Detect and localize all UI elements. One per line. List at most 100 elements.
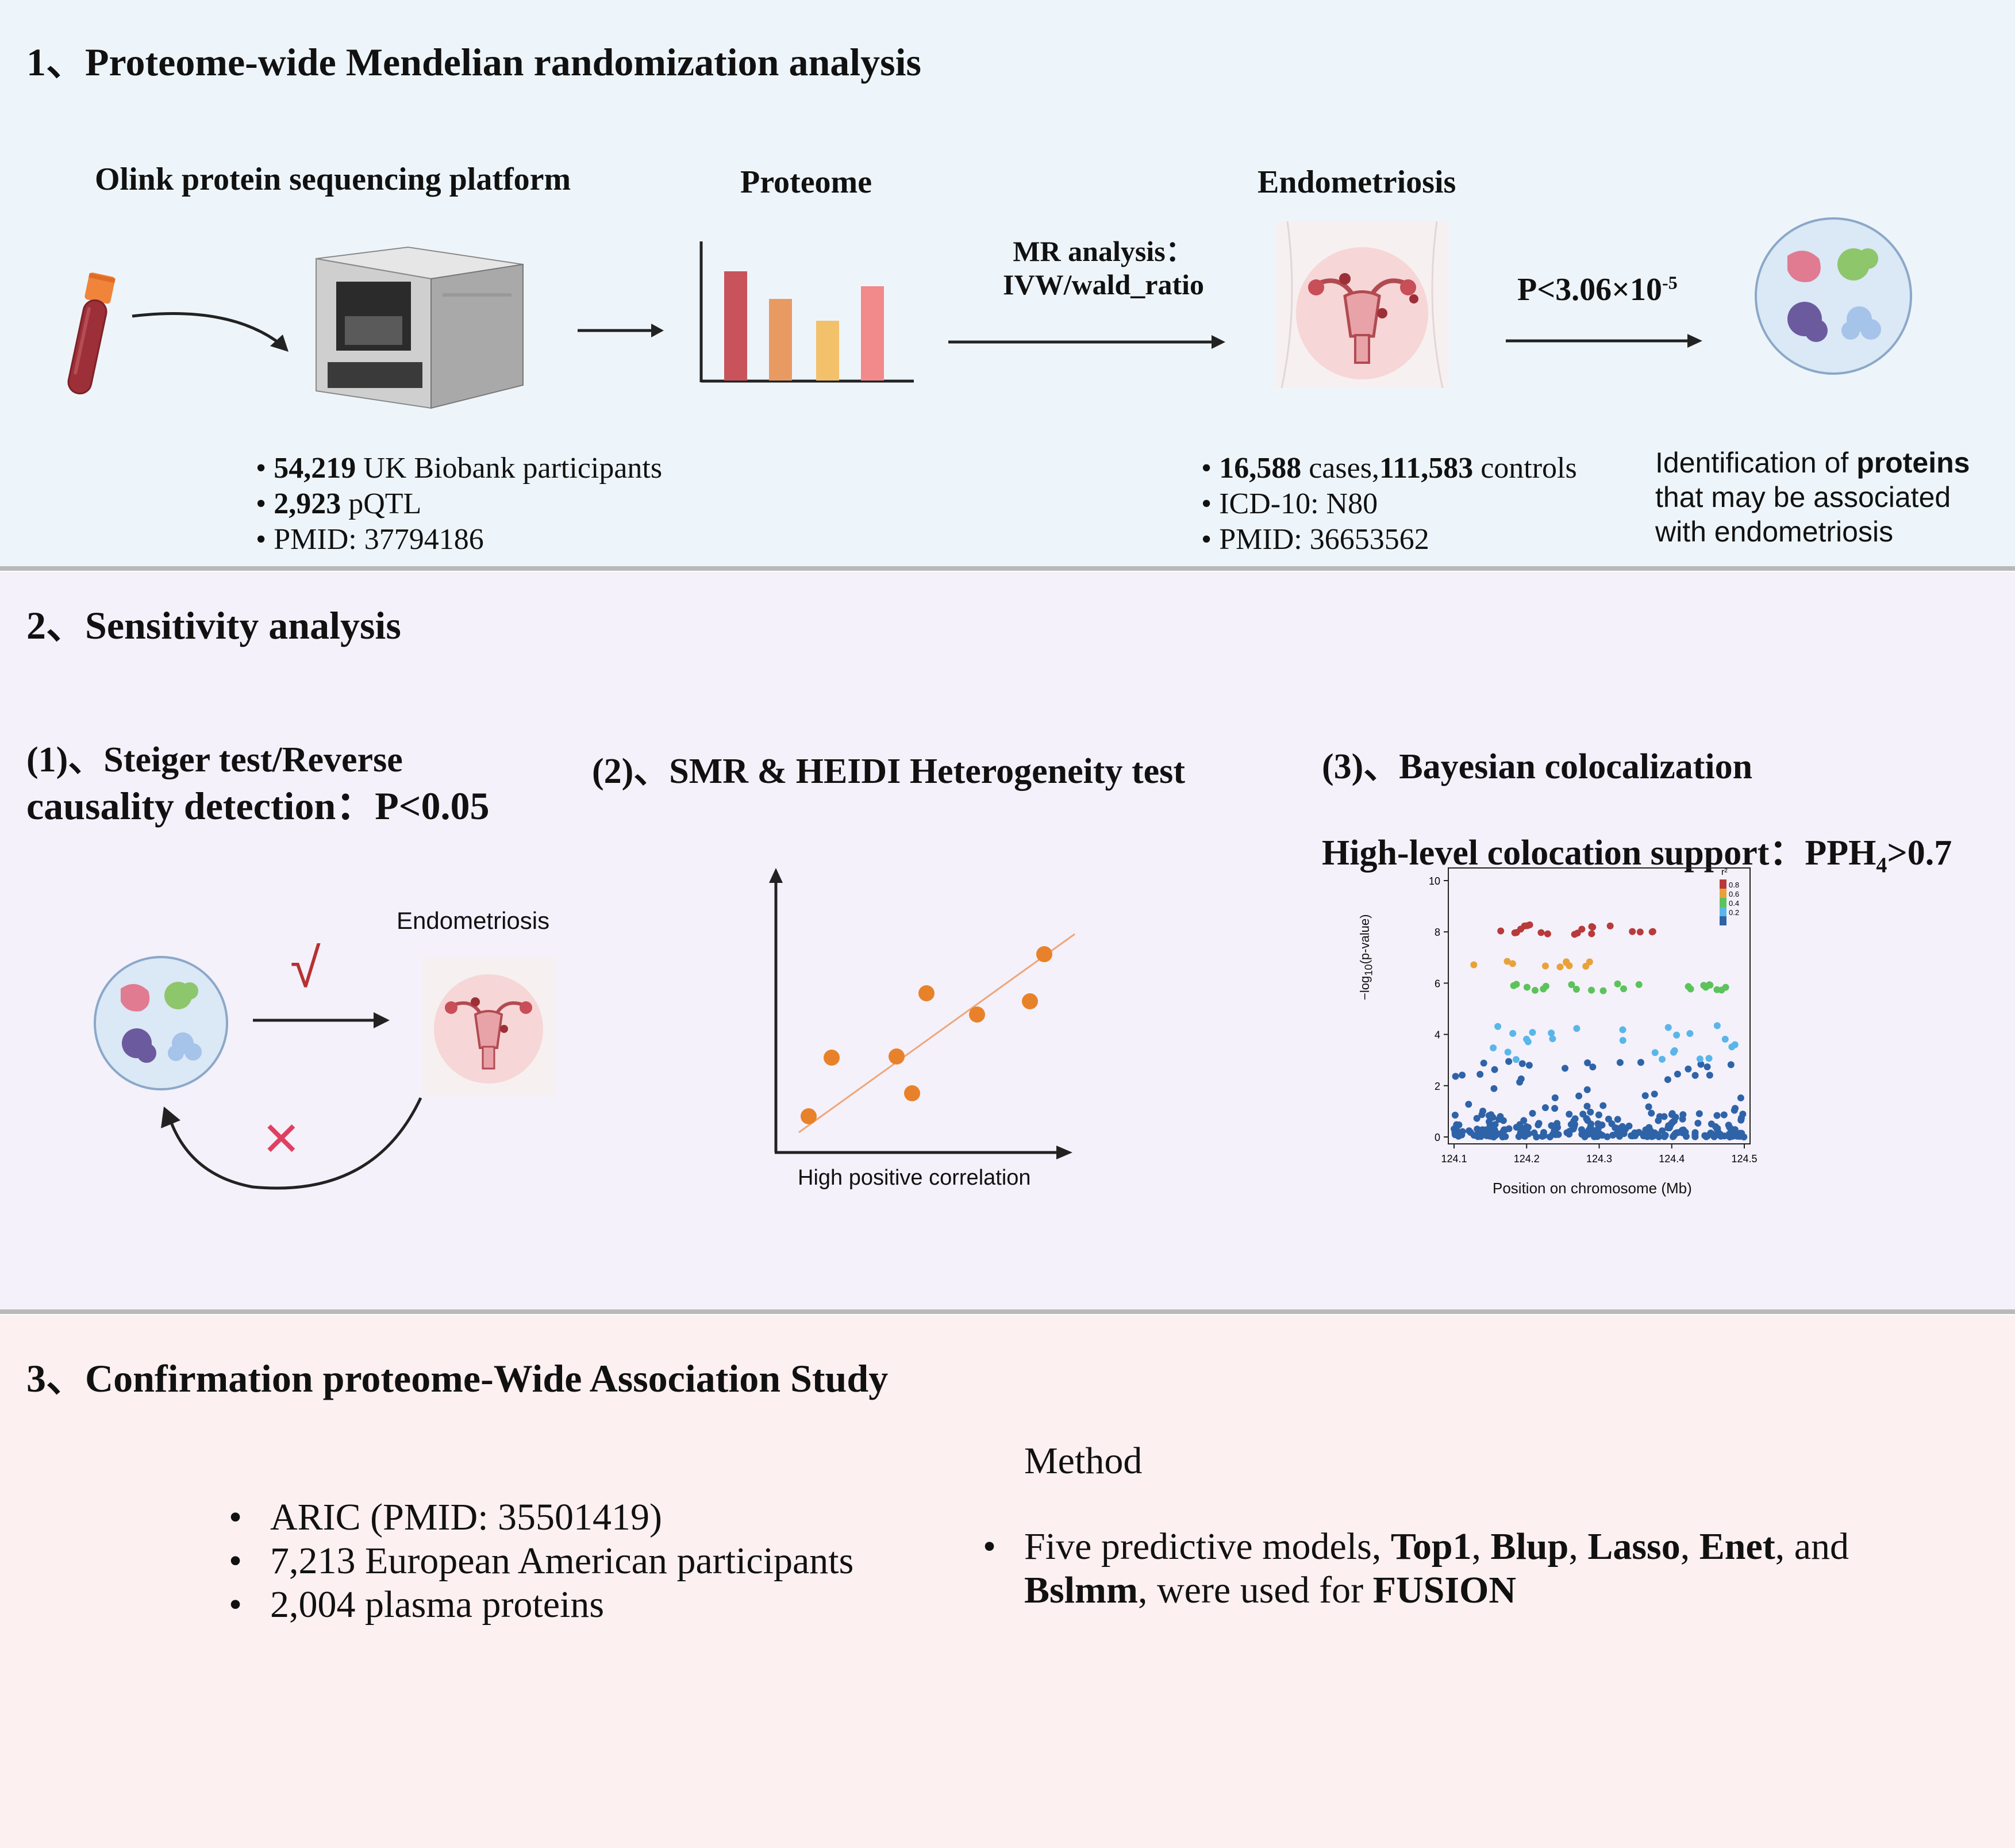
snp-point [1544, 930, 1551, 938]
snp-point [1620, 985, 1627, 993]
endometriosis-label: Endometriosis [1258, 164, 1456, 200]
snp-point [1727, 1061, 1735, 1069]
snp-point [1503, 958, 1511, 965]
snp-point [1586, 958, 1593, 966]
snp-point [1697, 1061, 1705, 1068]
legend-title: r² [1721, 867, 1728, 877]
snp-point [1712, 1123, 1720, 1131]
snp-point [1648, 928, 1656, 936]
snp-point [1529, 1029, 1536, 1036]
snp-point [1540, 1132, 1548, 1139]
arrow-to-proteome [578, 324, 664, 337]
snp-point [1705, 1055, 1713, 1062]
scatter-point [889, 1048, 905, 1065]
snp-point [1537, 929, 1545, 936]
snp-point [1588, 923, 1595, 930]
snp-point [1489, 1113, 1497, 1121]
snp-point [1513, 981, 1520, 988]
snp-point [1504, 1048, 1512, 1056]
method-keyword: Top1 [1390, 1526, 1472, 1567]
snp-point [1518, 1060, 1526, 1067]
method-keyword: Blup [1490, 1526, 1569, 1567]
snp-point [1480, 1059, 1487, 1067]
scatter-point [824, 1050, 840, 1066]
mr-analysis-line1: MR analysis： [1013, 235, 1194, 267]
snp-point [1720, 1111, 1728, 1119]
y-tick-label: 4 [1435, 1029, 1440, 1041]
snp-point [1694, 1119, 1702, 1127]
snp-point [1595, 1111, 1602, 1119]
snp-point [1562, 1065, 1569, 1072]
aric-bullet: 7,213 European American participants [229, 1539, 853, 1583]
aric-bullet: ARIC (PMID: 35501419) [229, 1496, 853, 1539]
snp-point [1571, 1115, 1579, 1123]
method-text: Five predictive models, [1024, 1526, 1391, 1567]
method-text: , [1568, 1526, 1588, 1567]
arrow-to-sequencer [132, 312, 289, 352]
legend-swatch [1720, 907, 1726, 916]
snp-point [1695, 1110, 1703, 1117]
snp-point [1533, 1133, 1540, 1140]
legend-swatch [1720, 898, 1726, 907]
endometriosis-label-small: Endometriosis [397, 907, 550, 934]
snp-point [1583, 1086, 1591, 1093]
snp-point [1656, 1113, 1663, 1120]
method-heading: Method [1024, 1440, 1143, 1482]
colocation-support-threshold: High-level colocation support：PPH4>0.7 [1322, 833, 1952, 878]
snp-point [1691, 1131, 1699, 1139]
check-mark-icon: √ [290, 938, 321, 999]
snp-point [1641, 1092, 1649, 1100]
snp-point [1737, 1116, 1745, 1124]
snp-point [1682, 1132, 1690, 1140]
snp-point [1529, 1109, 1536, 1117]
y-tick-label: 10 [1429, 875, 1440, 887]
legend-tick-label: 0.6 [1729, 890, 1739, 898]
arrow-mr-analysis [948, 335, 1225, 349]
olink-platform-label: Olink protein sequencing platform [95, 162, 571, 197]
snp-point [1509, 1029, 1517, 1037]
pvalue-threshold: P<3.06×10-5 [1517, 272, 1678, 308]
snp-point [1513, 929, 1520, 936]
snp-point [1606, 922, 1614, 929]
snp-point [1674, 1070, 1681, 1078]
snp-point [1470, 961, 1478, 969]
snp-point [1486, 1132, 1494, 1140]
proteome-label: Proteome [740, 164, 872, 200]
snp-point [1726, 1124, 1733, 1131]
method-keyword: Bslmm [1024, 1569, 1138, 1611]
snp-point [1486, 1121, 1494, 1129]
legend-tick-label: 0.8 [1729, 881, 1739, 889]
snp-point [1614, 1116, 1621, 1123]
x-tick-label: 124.2 [1514, 1153, 1540, 1165]
snp-point [1458, 1131, 1466, 1139]
snp-point [1572, 986, 1580, 993]
snp-point [1512, 1056, 1520, 1063]
bayesian-colocalization-heading: (3)、Bayesian colocalization [1322, 747, 1753, 786]
snp-point [1566, 962, 1573, 969]
snp-point [1584, 1059, 1591, 1067]
method-keyword: Enet [1699, 1526, 1775, 1567]
snp-point [1452, 1125, 1460, 1132]
snp-point [1587, 1108, 1594, 1116]
snp-point [1619, 1036, 1626, 1044]
pqtl-bullet: • PMID: 37794186 [256, 523, 484, 556]
method-keyword: FUSION [1372, 1569, 1517, 1611]
legend-tick-label: 0.4 [1729, 899, 1739, 908]
snp-point [1588, 986, 1595, 994]
snp-point [1666, 1123, 1674, 1131]
snp-point [1549, 1035, 1556, 1043]
snp-point [1523, 983, 1531, 991]
snp-point [1686, 1030, 1694, 1038]
snp-point [1616, 1059, 1624, 1066]
snp-point [1491, 1121, 1499, 1128]
snp-point [1679, 1111, 1687, 1119]
snp-point [1516, 1121, 1524, 1128]
snp-point [1571, 931, 1578, 938]
snp-point [1685, 983, 1692, 990]
snp-point [1502, 1133, 1509, 1140]
snp-point [1473, 1115, 1481, 1122]
snp-point [1731, 1041, 1739, 1048]
proteins-cluster-icon [1755, 217, 1912, 375]
snp-point [1637, 1059, 1644, 1066]
snp-point [1661, 1133, 1668, 1140]
